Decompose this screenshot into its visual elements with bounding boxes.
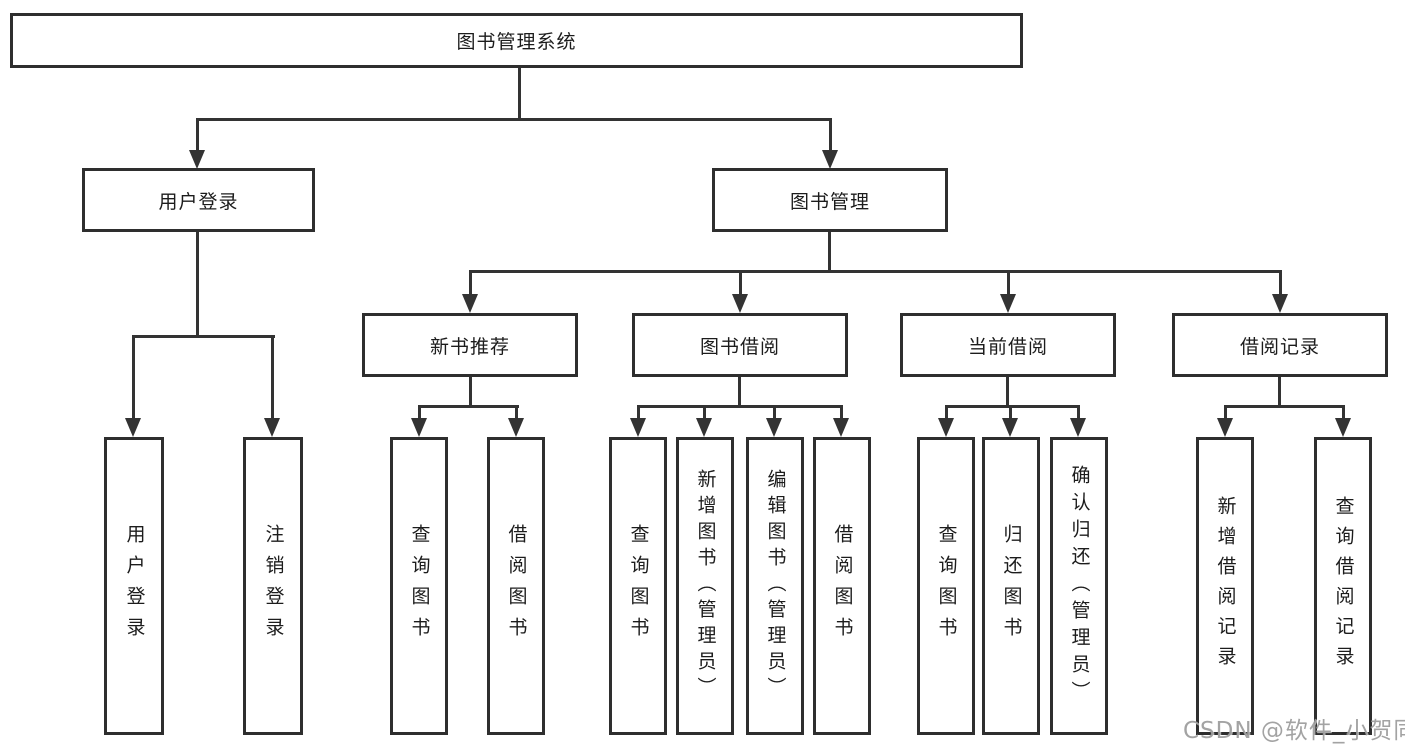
- node-label: 新增借阅记录: [1214, 496, 1237, 676]
- arrow-down-icon: [1002, 418, 1018, 437]
- node-label: 新增图书（管理员）: [694, 469, 717, 703]
- arrow-down-icon: [1272, 294, 1288, 313]
- connector-line: [1007, 270, 1010, 298]
- connector-line: [418, 405, 421, 423]
- leaf-confirm-return-admin: 确认归还（管理员）: [1050, 437, 1108, 735]
- node-label: 确认归还（管理员）: [1068, 464, 1091, 708]
- connector-line: [469, 377, 472, 408]
- connector-line: [738, 377, 741, 408]
- connector-line: [196, 232, 199, 338]
- connector-line: [469, 270, 472, 298]
- connector-line: [1224, 405, 1344, 408]
- connector-line: [739, 270, 742, 298]
- leaf-query-books-recommend: 查询图书: [390, 437, 448, 735]
- node-book-borrowing: 图书借阅: [632, 313, 848, 377]
- node-label: 编辑图书（管理员）: [764, 469, 787, 703]
- leaf-borrow-books-recommend: 借阅图书: [487, 437, 545, 735]
- connector-line: [469, 270, 1282, 273]
- connector-line: [196, 118, 832, 121]
- arrow-down-icon: [1000, 294, 1016, 313]
- node-label: 用户登录: [123, 524, 146, 648]
- node-label: 图书借阅: [699, 335, 780, 358]
- leaf-add-borrow-record: 新增借阅记录: [1196, 437, 1254, 735]
- connector-line: [515, 405, 518, 423]
- arrow-down-icon: [1217, 418, 1233, 437]
- arrow-down-icon: [508, 418, 524, 437]
- node-label: 查询图书: [627, 524, 650, 648]
- connector-line: [1224, 405, 1227, 423]
- arrow-down-icon: [630, 418, 646, 437]
- arrow-down-icon: [125, 418, 141, 437]
- leaf-user-login: 用户登录: [104, 437, 164, 735]
- connector-line: [773, 405, 776, 423]
- node-label: 新书推荐: [429, 335, 510, 358]
- connector-line: [518, 68, 521, 118]
- arrow-down-icon: [822, 150, 838, 169]
- node-label: 查询图书: [935, 524, 958, 648]
- connector-line: [637, 405, 640, 423]
- connector-line: [132, 335, 135, 420]
- connector-line: [1342, 405, 1345, 423]
- arrow-down-icon: [766, 418, 782, 437]
- connector-line: [829, 118, 832, 152]
- arrow-down-icon: [462, 294, 478, 313]
- arrow-down-icon: [833, 418, 849, 437]
- node-label: 借阅记录: [1239, 335, 1320, 358]
- node-current-borrowing: 当前借阅: [900, 313, 1116, 377]
- node-label: 用户登录: [158, 190, 239, 213]
- node-label: 注销登录: [262, 524, 285, 648]
- connector-line: [1278, 377, 1281, 408]
- node-label: 借阅图书: [831, 524, 854, 648]
- arrow-down-icon: [189, 150, 205, 169]
- arrow-down-icon: [732, 294, 748, 313]
- connector-line: [945, 405, 948, 423]
- arrow-down-icon: [411, 418, 427, 437]
- node-label: 查询图书: [408, 524, 431, 648]
- connector-line: [637, 405, 843, 408]
- connector-line: [132, 335, 275, 338]
- connector-line: [945, 405, 1080, 408]
- connector-line: [703, 405, 706, 423]
- node-borrowing-records: 借阅记录: [1172, 313, 1388, 377]
- leaf-borrow-books: 借阅图书: [813, 437, 871, 735]
- leaf-query-books-current: 查询图书: [917, 437, 975, 735]
- node-library-management-system: 图书管理系统: [10, 13, 1023, 68]
- node-label: 查询借阅记录: [1332, 496, 1355, 676]
- leaf-logout: 注销登录: [243, 437, 303, 735]
- connector-line: [1006, 377, 1009, 408]
- node-label: 图书管理系统: [456, 31, 577, 53]
- connector-line: [840, 405, 843, 423]
- leaf-query-borrow-record: 查询借阅记录: [1314, 437, 1372, 735]
- connector-line: [1009, 405, 1012, 423]
- connector-line: [828, 232, 831, 273]
- leaf-add-books-admin: 新增图书（管理员）: [676, 437, 734, 735]
- leaf-query-books-borrowing: 查询图书: [609, 437, 667, 735]
- arrow-down-icon: [1335, 418, 1351, 437]
- leaf-edit-books-admin: 编辑图书（管理员）: [746, 437, 804, 735]
- arrow-down-icon: [1070, 418, 1086, 437]
- connector-line: [418, 405, 519, 408]
- connector-line: [271, 335, 274, 420]
- arrow-down-icon: [264, 418, 280, 437]
- csdn-watermark: CSDN @软件_小贺同学: [1183, 718, 1405, 744]
- node-user-login: 用户登录: [82, 168, 315, 232]
- arrow-down-icon: [938, 418, 954, 437]
- node-new-book-recommend: 新书推荐: [362, 313, 578, 377]
- connector-line: [1279, 270, 1282, 298]
- node-book-management: 图书管理: [712, 168, 948, 232]
- connector-line: [1077, 405, 1080, 423]
- arrow-down-icon: [696, 418, 712, 437]
- node-label: 当前借阅: [967, 335, 1048, 358]
- node-label: 归还图书: [1000, 524, 1023, 648]
- connector-line: [196, 118, 199, 152]
- node-label: 图书管理: [789, 190, 870, 213]
- leaf-return-books: 归还图书: [982, 437, 1040, 735]
- node-label: 借阅图书: [505, 524, 528, 648]
